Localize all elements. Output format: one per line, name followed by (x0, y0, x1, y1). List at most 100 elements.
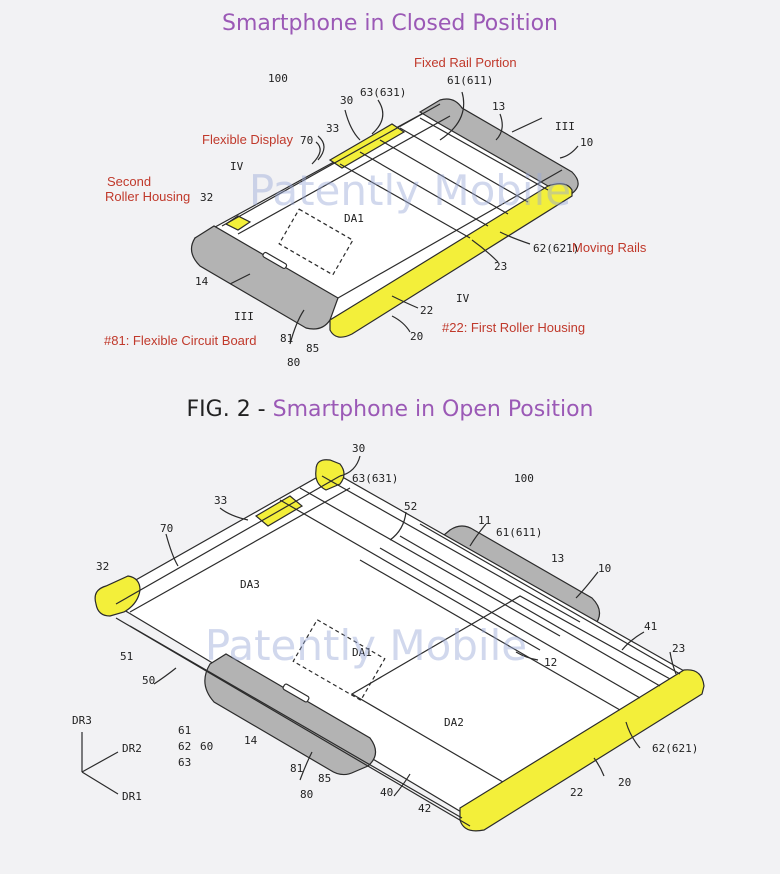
fig1-rail (359, 151, 489, 227)
callout-second-roller-2: Roller Housing (105, 189, 190, 204)
fig2-leader (393, 773, 411, 797)
callout-second-roller-1: Second (107, 174, 151, 189)
ref: DR1 (122, 790, 142, 803)
callout-flexible-display: Flexible Display (202, 132, 294, 147)
ref: 63 (178, 756, 191, 769)
ref: 61 (178, 724, 191, 737)
ref: DA3 (240, 578, 260, 591)
fig2-leader (621, 631, 645, 651)
fig1-rail (379, 139, 509, 215)
ref: 85 (306, 342, 319, 355)
ref: 10 (580, 136, 593, 149)
ref: 50 (142, 674, 155, 687)
fig1-edge (237, 115, 451, 235)
ref: 51 (120, 650, 133, 663)
ref: 13 (551, 552, 564, 565)
ref: 81 (280, 332, 293, 345)
axis-dr2 (81, 751, 119, 773)
ref: III (234, 310, 254, 323)
ref: 11 (478, 514, 491, 527)
ref: 23 (672, 642, 685, 655)
fig2-leader (339, 455, 361, 477)
ref: IV (230, 160, 244, 173)
fig1-leader (495, 113, 503, 141)
fig2-leader (389, 511, 407, 541)
fig2-roller-22 (459, 669, 705, 832)
fig2-leader (575, 571, 599, 599)
callout-flex-circuit: #81: Flexible Circuit Board (104, 333, 256, 348)
fig2-leader (299, 751, 313, 781)
fig1-leader (289, 309, 305, 345)
watermark-fig2: Patently Mobile (205, 621, 527, 670)
ref: 20 (618, 776, 631, 789)
ref: 42 (418, 802, 431, 815)
fig2-leader (515, 651, 539, 661)
ref: 61(611) (447, 74, 493, 87)
fig2-title-text: Smartphone in Open Position (273, 397, 594, 422)
ref: 62(621) (533, 242, 579, 255)
fig2-refs: 30 63(631) 100 33 52 11 61(611) 70 13 10… (72, 442, 698, 815)
fig1-leader (371, 99, 384, 135)
fig1-edge (337, 169, 563, 299)
fig1-rail (339, 163, 471, 239)
ref: III (555, 120, 575, 133)
fig2-leader (469, 523, 487, 547)
callout-moving-rails: Moving Rails (572, 240, 647, 255)
fig1-drawing (190, 91, 579, 345)
ref: IV (456, 292, 470, 305)
fig2-rail (379, 547, 641, 699)
fig2-leader (593, 757, 605, 777)
fig1-leader (391, 315, 411, 333)
ref: 81 (290, 762, 303, 775)
ref: 60 (200, 740, 213, 753)
ref: 63(631) (352, 472, 398, 485)
ref: 22 (420, 304, 433, 317)
fig2-edge (129, 487, 351, 613)
fig1-edge (221, 103, 441, 227)
fig1-leader (471, 239, 499, 263)
fig1-roller-housing-22 (329, 183, 573, 338)
fig1-circuit-outline (278, 208, 354, 276)
fig1-rail (419, 117, 549, 191)
ref: 63(631) (360, 86, 406, 99)
fig2-drawing (81, 455, 705, 832)
ref: 12 (544, 656, 557, 669)
watermark-fig1: Patently Mobile (249, 166, 571, 215)
ref: 52 (404, 500, 417, 513)
fig1-title: Smartphone in Closed Position (222, 11, 558, 36)
ref: 22 (570, 786, 583, 799)
fig2-leader (165, 533, 179, 567)
fig2-slot (282, 683, 310, 703)
ref: DA1 (344, 212, 364, 225)
fig1-refs: 100 30 63(631) 61(611) 13 III 10 33 70 I… (195, 72, 593, 369)
fig1-leader (391, 295, 419, 309)
fig2-circuit-outline (292, 618, 386, 702)
ref: 33 (214, 494, 227, 507)
fig2-rail (359, 559, 621, 711)
fig2-roller-30 (315, 459, 345, 491)
ref: 30 (340, 94, 353, 107)
fig2-rail (419, 523, 681, 675)
ref: 32 (200, 191, 213, 204)
ref: 61(611) (496, 526, 542, 539)
ref: 100 (268, 72, 288, 85)
fig1-arrow-iii-b (229, 273, 251, 285)
fig1-leader (559, 145, 579, 159)
fig2-roller-14 (204, 653, 377, 776)
ref: 20 (410, 330, 423, 343)
fig1-slot (262, 251, 288, 269)
ref: 14 (244, 734, 258, 747)
fig2-edge (115, 475, 341, 605)
callout-first-roller: #22: First Roller Housing (442, 320, 585, 335)
ref: DA2 (444, 716, 464, 729)
ref: DR2 (122, 742, 142, 755)
ref: DR3 (72, 714, 92, 727)
ref: 40 (380, 786, 393, 799)
ref: 70 (300, 134, 313, 147)
ref: 32 (96, 560, 109, 573)
ref: 10 (598, 562, 611, 575)
fig1-leader (317, 135, 325, 161)
fig2-edge (129, 625, 463, 819)
fig2-title: FIG. 2 - Smartphone in Open Position (187, 397, 594, 422)
